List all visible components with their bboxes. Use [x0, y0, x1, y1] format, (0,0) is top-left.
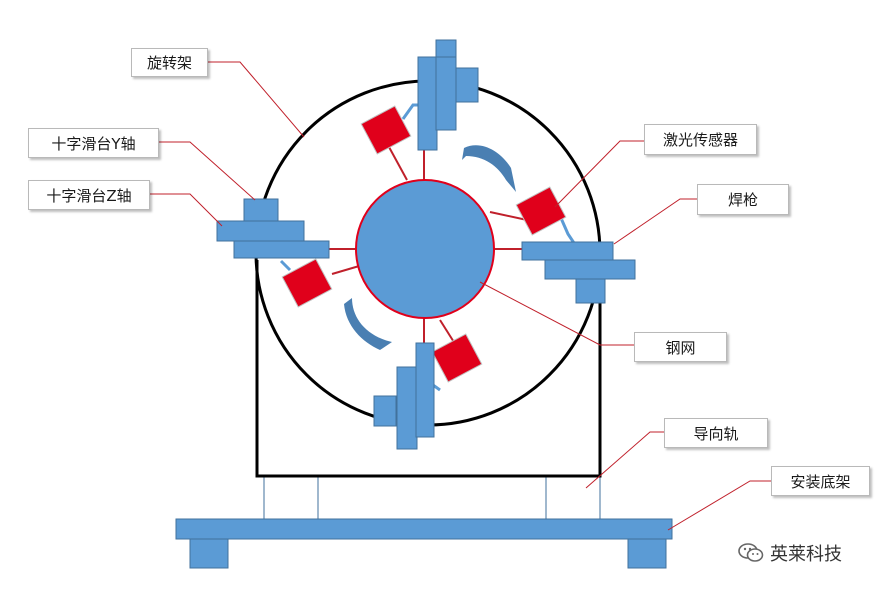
label-guide-rail: 导向轨 [664, 418, 768, 448]
base-foot-left [189, 535, 229, 569]
slide-assembly-top [417, 39, 479, 151]
watermark-text: 英莱科技 [770, 544, 842, 565]
laser-sensor-left [281, 258, 333, 308]
rotation-arrow-upper [462, 145, 516, 192]
label-mounting-base: 安装底架 [771, 466, 870, 496]
steel-mesh-center [355, 179, 495, 319]
mounting-base-plate [175, 518, 673, 540]
rotation-arrows [344, 145, 516, 350]
leader-laser-sensor [554, 140, 644, 208]
leader-lines [150, 61, 771, 531]
label-rotating-frame: 旋转架 [131, 48, 208, 77]
base-foot-right [627, 535, 667, 569]
support-frame [255, 260, 602, 478]
leader-steel-mesh [479, 281, 634, 346]
wechat-icon [738, 543, 764, 562]
slide-assembly-right [521, 241, 636, 304]
label-steel-mesh: 钢网 [634, 332, 727, 362]
leader-cross-slide-y [159, 141, 256, 201]
laser-sensor-right [515, 186, 567, 236]
leader-mounting-base [667, 480, 771, 531]
watermark: 英莱科技 [738, 540, 888, 566]
label-welding-torch: 焊枪 [697, 184, 789, 215]
leader-rotating-frame [208, 61, 305, 138]
leader-welding-torch [613, 198, 697, 245]
leader-cross-slide-z [150, 193, 223, 227]
laser-sensor-top [360, 105, 412, 155]
rotation-arrow-lower [344, 298, 392, 350]
label-laser-sensor: 激光传感器 [644, 124, 757, 155]
label-cross-slide-z: 十字滑台Z轴 [28, 180, 150, 210]
leader-guide-rail [585, 431, 664, 489]
laser-sensors [281, 105, 567, 383]
guide-rail-posts [263, 476, 601, 519]
label-cross-slide-y: 十字滑台Y轴 [28, 128, 159, 158]
laser-sensor-bottom [431, 333, 483, 383]
slide-assembly-left [216, 198, 330, 259]
slide-assembly-bottom [373, 342, 435, 450]
